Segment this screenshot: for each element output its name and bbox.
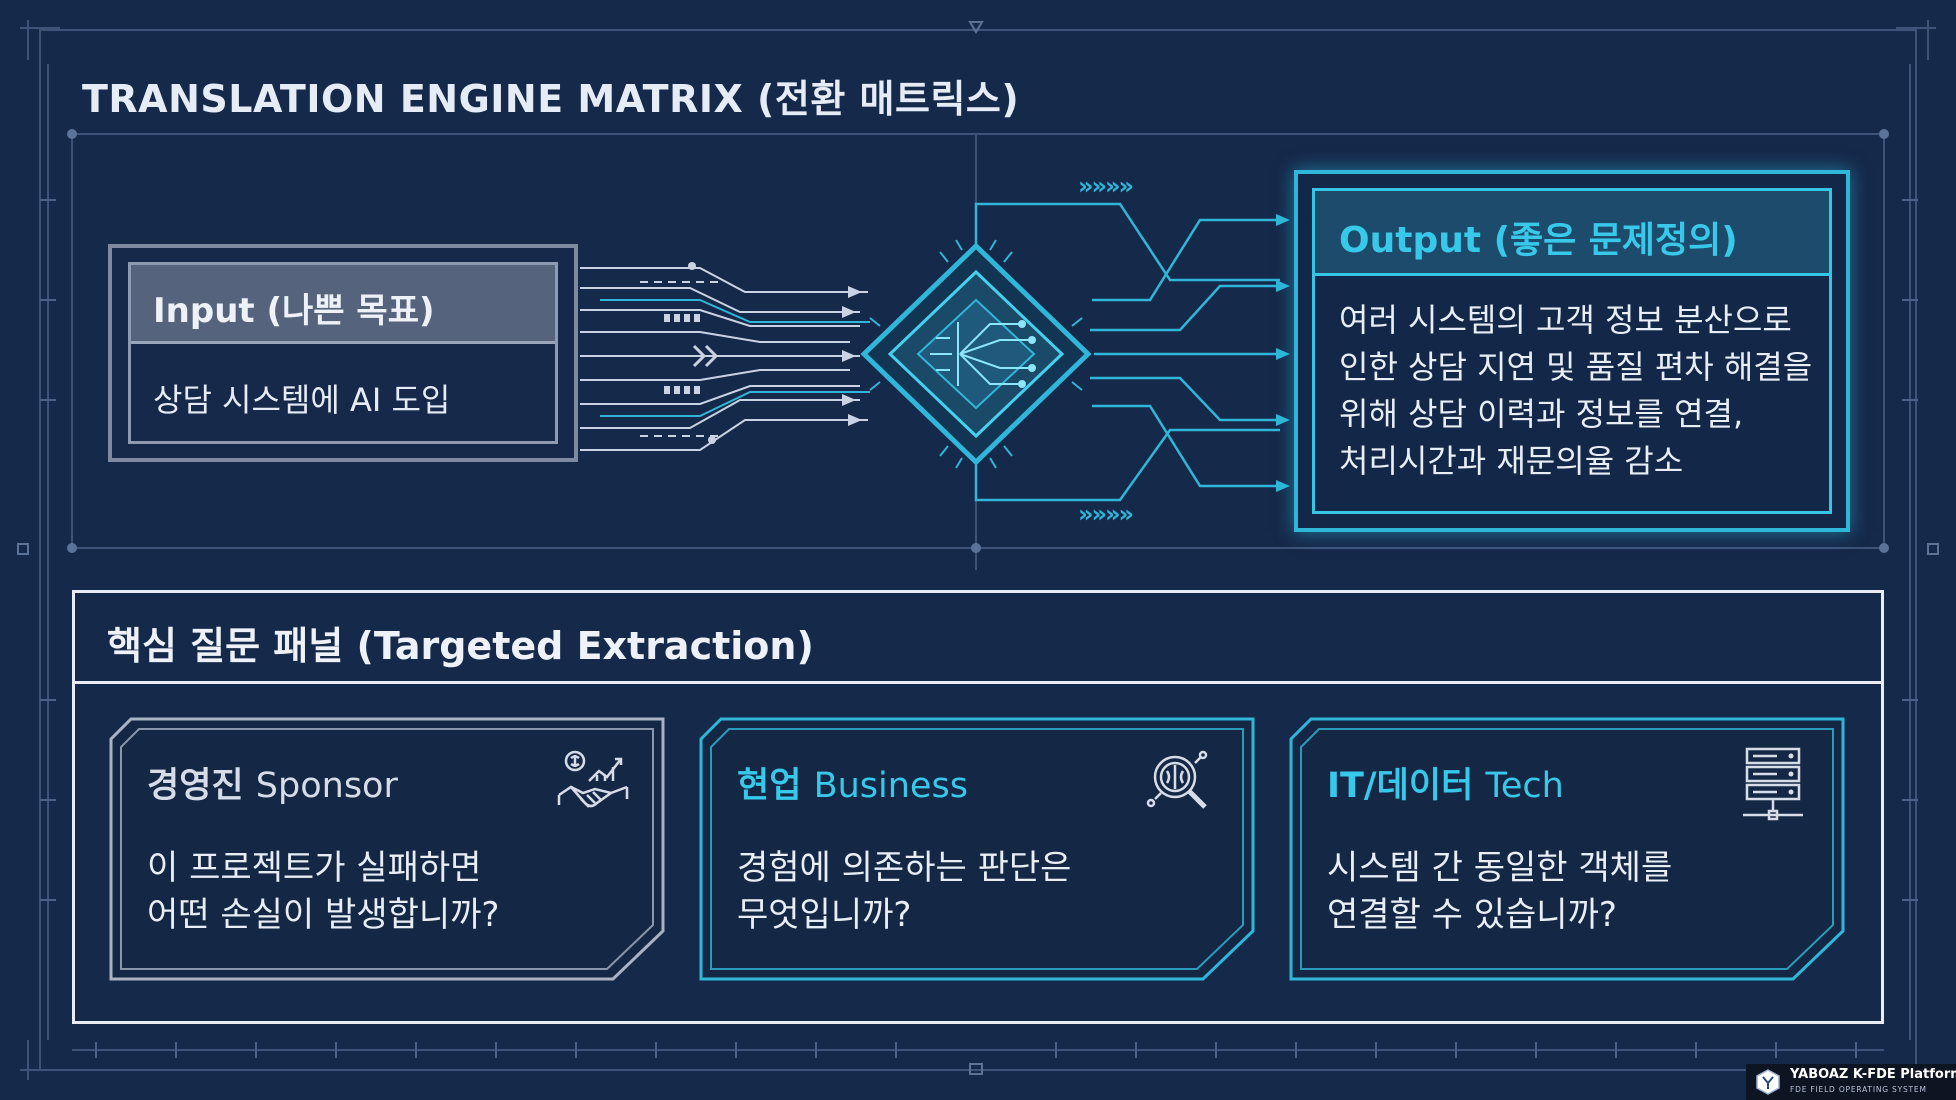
brand-name: YABOAZ K-FDE Platform bbox=[1790, 1067, 1956, 1082]
processor-chip-icon bbox=[946, 324, 1006, 384]
card-role: Business bbox=[813, 766, 968, 806]
input-title: Input (나쁜 목표) bbox=[153, 291, 435, 331]
card-title: IT/데이터 Tech bbox=[1327, 757, 1564, 808]
question-panel: 핵심 질문 패널 (Targeted Extraction) 경영진 Spons… bbox=[72, 590, 1884, 1024]
page-title: TRANSLATION ENGINE MATRIX (전환 매트릭스) bbox=[82, 77, 1020, 121]
brain-magnifier-icon bbox=[1146, 750, 1208, 809]
input-header: Input (나쁜 목표) bbox=[131, 265, 555, 344]
output-line: 여러 시스템의 고객 정보 분산으로 bbox=[1339, 301, 1792, 339]
output-title: Output (좋은 문제정의) bbox=[1339, 220, 1738, 261]
brand-badge: YABOAZ K-FDE Platform FDE FIELD OPERATIN… bbox=[1746, 1064, 1956, 1100]
brand-subtitle: FDE FIELD OPERATING SYSTEM bbox=[1790, 1085, 1927, 1094]
card-question-line: 무엇입니까? bbox=[737, 895, 912, 935]
card-business: 현업 Business 경험에 의존하는 판단은 무엇입니까? bbox=[699, 717, 1255, 981]
card-question-line: 어떤 손실이 발생합니까? bbox=[147, 895, 500, 935]
card-frame bbox=[1289, 717, 1845, 981]
output-line: 처리시간과 재문의율 감소 bbox=[1339, 442, 1684, 480]
input-box: Input (나쁜 목표) 상담 시스템에 AI 도입 bbox=[108, 244, 578, 462]
card-question-line: 경험에 의존하는 판단은 bbox=[737, 848, 1072, 888]
chevron-arrows-bottom: »»»» bbox=[1078, 500, 1134, 528]
panel-title: 핵심 질문 패널 (Targeted Extraction) bbox=[107, 624, 814, 668]
output-box: Output (좋은 문제정의) 여러 시스템의 고객 정보 분산으로 인한 상… bbox=[1294, 170, 1850, 532]
card-frame bbox=[699, 717, 1255, 981]
card-label: 경영진 bbox=[147, 766, 244, 806]
output-header: Output (좋은 문제정의) bbox=[1315, 191, 1829, 276]
card-question: 이 프로젝트가 실패하면 어떤 손실이 발생합니까? bbox=[147, 845, 499, 939]
card-role: Tech bbox=[1485, 766, 1564, 806]
brand-logo-icon bbox=[1756, 1069, 1780, 1095]
panel-header: 핵심 질문 패널 (Targeted Extraction) bbox=[75, 593, 1881, 684]
card-frame bbox=[109, 717, 665, 981]
input-card: Input (나쁜 목표) 상담 시스템에 AI 도입 bbox=[128, 262, 558, 444]
output-body: 여러 시스템의 고객 정보 분산으로 인한 상담 지연 및 품질 편차 해결을 … bbox=[1339, 297, 1819, 485]
card-question: 경험에 의존하는 판단은 무엇입니까? bbox=[737, 845, 1071, 939]
input-text: 상담 시스템에 AI 도입 bbox=[153, 381, 451, 419]
output-card: Output (좋은 문제정의) 여러 시스템의 고객 정보 분산으로 인한 상… bbox=[1312, 188, 1832, 514]
card-question: 시스템 간 동일한 객체를 연결할 수 있습니까? bbox=[1327, 845, 1672, 939]
card-question-line: 연결할 수 있습니까? bbox=[1327, 895, 1617, 935]
chevron-arrows-top: »»»» bbox=[1078, 172, 1134, 200]
card-label: 현업 bbox=[737, 766, 802, 806]
handshake-growth-icon bbox=[557, 750, 629, 808]
card-tech: IT/데이터 Tech 시스템 간 동일한 객체를 연결할 수 있습니까? bbox=[1289, 717, 1845, 981]
card-title: 현업 Business bbox=[737, 757, 968, 808]
output-line: 위해 상담 이력과 정보를 연결, bbox=[1339, 395, 1744, 433]
server-icon bbox=[1743, 747, 1803, 821]
card-question-line: 이 프로젝트가 실패하면 bbox=[147, 848, 482, 888]
card-title: 경영진 Sponsor bbox=[147, 757, 398, 808]
output-line: 인한 상담 지연 및 품질 편차 해결을 bbox=[1339, 348, 1813, 386]
card-label: IT/데이터 bbox=[1327, 766, 1474, 806]
card-role: Sponsor bbox=[255, 766, 398, 806]
card-question-line: 시스템 간 동일한 객체를 bbox=[1327, 848, 1673, 888]
card-sponsor: 경영진 Sponsor 이 프로젝트가 실패하면 어떤 손실이 bbox=[109, 717, 665, 981]
